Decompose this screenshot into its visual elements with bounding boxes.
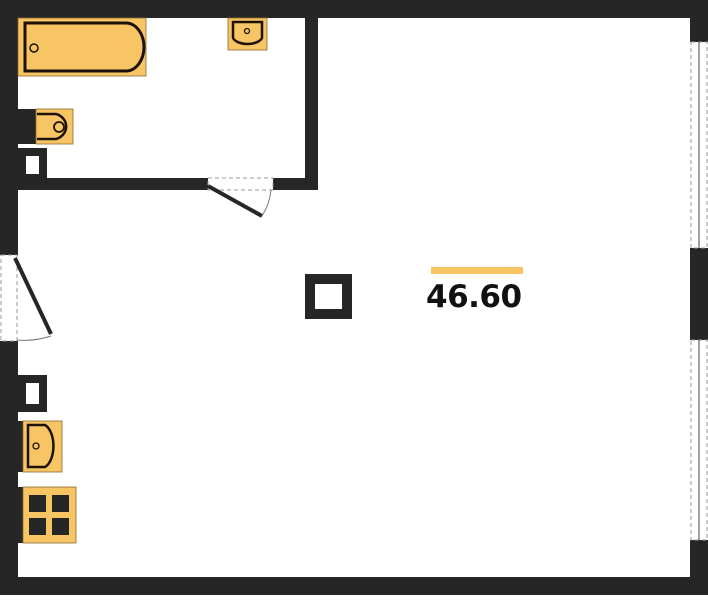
column-icon (305, 274, 352, 319)
shaft-icon (18, 148, 47, 182)
bathtub (17, 17, 147, 77)
wall-bottom (0, 577, 708, 595)
area-accent-bar (431, 267, 523, 274)
wall-bathroom-vertical (305, 18, 318, 190)
bathroom-sink (227, 17, 268, 51)
wall-right-mid (690, 248, 708, 340)
window-icon (690, 41, 708, 541)
wall-right-top (690, 0, 708, 42)
wall-right-bottom (690, 540, 708, 595)
wall-left-upper (0, 0, 18, 255)
door-icon[interactable] (207, 177, 274, 218)
wall-left-lower (0, 341, 18, 595)
wall-bathroom-right (273, 178, 318, 190)
shaft-icon (18, 375, 47, 412)
door-icon[interactable] (0, 254, 53, 342)
wall-bathroom-left (18, 178, 208, 190)
room-area-label: 46.60 (426, 279, 522, 315)
stove (18, 486, 77, 544)
toilet (18, 108, 74, 145)
wall-top (0, 0, 708, 18)
kitchen-sink (18, 420, 63, 473)
